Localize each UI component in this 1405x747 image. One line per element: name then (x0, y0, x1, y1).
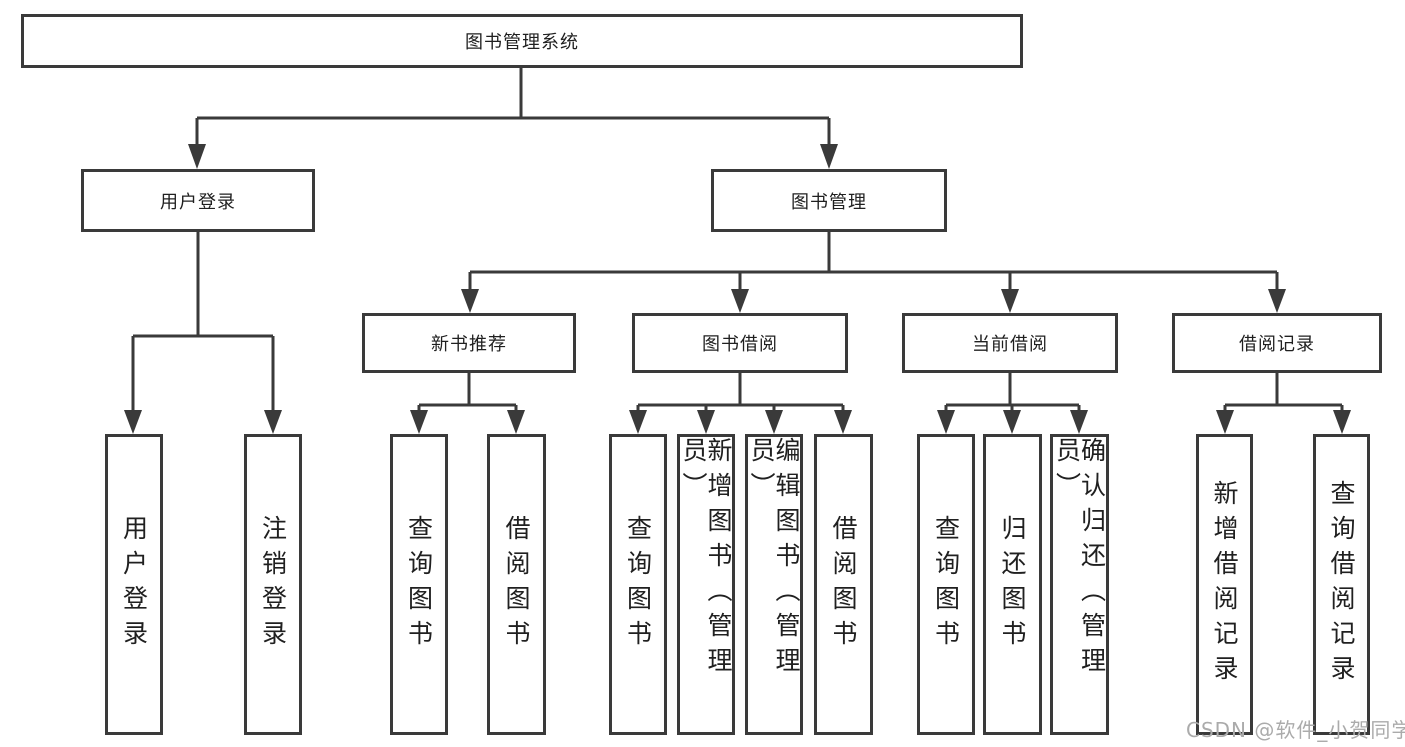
csdn-watermark: CSDN @软件_小贺同学 (1186, 718, 1405, 742)
leaf-query-borrow-record: 查询借阅记录 (1313, 434, 1370, 735)
node-book-borrowing: 图书借阅 (632, 313, 848, 373)
node-book-management-module: 图书管理 (711, 169, 947, 232)
node-library-management-system: 图书管理系统 (21, 14, 1023, 68)
node-current-borrowing: 当前借阅 (902, 313, 1118, 373)
leaf-query-books-borrowing: 查询图书 (609, 434, 667, 735)
leaf-return-books: 归还图书 (983, 434, 1042, 735)
node-new-book-recommendation: 新书推荐 (362, 313, 576, 373)
node-user-login-module: 用户登录 (81, 169, 315, 232)
leaf-add-books-admin: 新增图书（管理员） (677, 434, 735, 735)
leaf-query-books-current: 查询图书 (917, 434, 975, 735)
leaf-edit-books-admin: 编辑图书（管理员） (745, 434, 803, 735)
leaf-add-borrow-record: 新增借阅记录 (1196, 434, 1253, 735)
leaf-user-login: 用户登录 (105, 434, 163, 735)
leaf-confirm-return-admin: 确认归还（管理员） (1050, 434, 1109, 735)
leaf-borrow-books-recommend: 借阅图书 (487, 434, 546, 735)
arrowhead-group (124, 144, 1351, 434)
leaf-borrow-books: 借阅图书 (814, 434, 873, 735)
leaf-query-books-recommend: 查询图书 (390, 434, 448, 735)
leaf-logout: 注销登录 (244, 434, 302, 735)
node-borrowing-records: 借阅记录 (1172, 313, 1382, 373)
